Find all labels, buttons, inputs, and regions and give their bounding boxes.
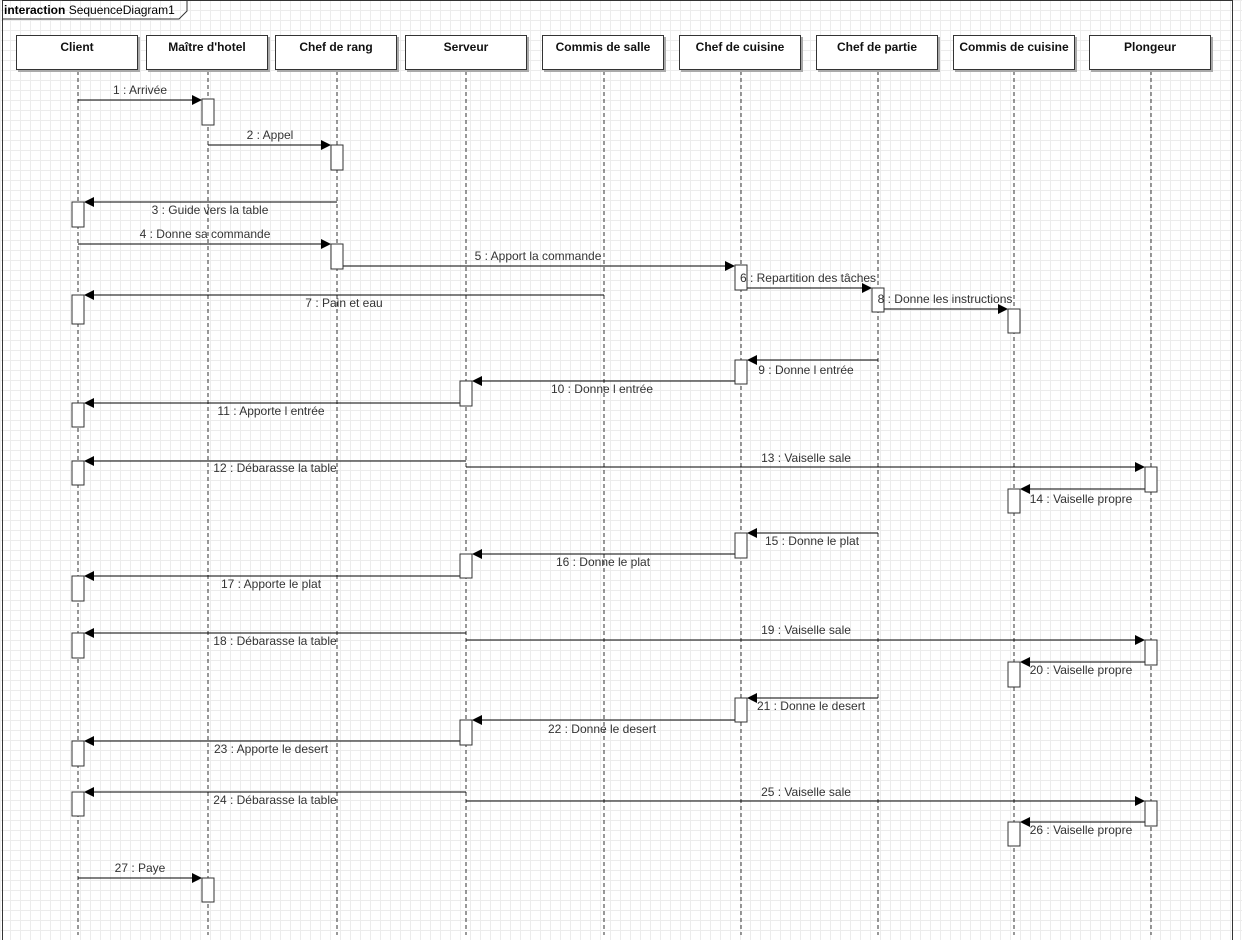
activation-bar-7[interactable] (71, 294, 85, 325)
activation-bar-3[interactable] (71, 201, 85, 228)
message-label-4: 4 : Donne sa commande (139, 227, 271, 241)
activation-bar-19[interactable] (1144, 639, 1158, 666)
lifeline-head-commiscuisine[interactable]: Commis de cuisine (953, 35, 1075, 70)
message-label-27: 27 : Paye (114, 861, 166, 875)
lifeline-head-client[interactable]: Client (16, 35, 138, 70)
message-label-1: 1 : Arrivée (112, 83, 168, 97)
message-label-2: 2 : Appel (246, 128, 294, 142)
message-label-5: 5 : Apport la commande (474, 249, 602, 263)
activation-bar-1[interactable] (201, 98, 215, 126)
activation-bar-24[interactable] (71, 791, 85, 817)
lifeline-head-chefcuisine[interactable]: Chef de cuisine (679, 35, 801, 70)
activation-bar-13[interactable] (1144, 466, 1158, 493)
activation-bar-25[interactable] (1144, 800, 1158, 827)
activation-bar-12[interactable] (71, 460, 85, 486)
activation-bar-10[interactable] (459, 380, 473, 407)
message-label-10: 10 : Donne l entrée (550, 382, 654, 396)
lifeline-head-commissalle[interactable]: Commis de salle (542, 35, 664, 70)
message-label-3: 3 : Guide vers la table (151, 203, 269, 217)
activation-bar-5[interactable] (734, 264, 748, 291)
activation-bar-15[interactable] (734, 532, 748, 559)
message-label-25: 25 : Vaiselle sale (761, 785, 851, 799)
activation-bar-23[interactable] (71, 740, 85, 767)
frame-tab-outline (2, 0, 188, 20)
activation-bar-2[interactable] (330, 144, 344, 171)
frame-name: SequenceDiagram1 (68, 3, 175, 17)
frame-keyword: interaction (4, 3, 66, 17)
message-label-7: 7 : Pain et eau (305, 296, 383, 310)
frame-label: interaction SequenceDiagram1 (4, 3, 175, 17)
message-label-17: 17 : Apporte le plat (220, 577, 322, 591)
message-label-26: 26 : Vaiselle propre (1029, 823, 1133, 837)
lifeline-head-chefpartie[interactable]: Chef de partie (816, 35, 938, 70)
message-label-14: 14 : Vaiselle propre (1029, 492, 1133, 506)
message-label-22: 22 : Donne le desert (547, 722, 657, 736)
activation-bar-16[interactable] (459, 553, 473, 579)
message-label-6: 6 : Repartition des tâches (739, 271, 877, 285)
message-label-13: 13 : Vaiselle sale (761, 451, 851, 465)
activation-bar-20[interactable] (1007, 661, 1021, 688)
message-label-24: 24 : Débarasse la table (213, 793, 337, 807)
lifeline-head-serveur[interactable]: Serveur (405, 35, 527, 70)
message-label-15: 15 : Donne le plat (764, 534, 860, 548)
message-label-8: 8 : Donne les instructions (877, 292, 1013, 306)
message-label-9: 9 : Donne l entrée (758, 363, 854, 377)
activation-bar-8[interactable] (1007, 308, 1021, 334)
message-label-20: 20 : Vaiselle propre (1029, 663, 1133, 677)
message-label-11: 11 : Apporte l entrée (217, 404, 325, 418)
lifeline-head-chefrang[interactable]: Chef de rang (275, 35, 397, 70)
message-label-16: 16 : Donne le plat (555, 555, 651, 569)
activation-bar-14[interactable] (1007, 488, 1021, 514)
activation-bar-6[interactable] (871, 287, 885, 313)
activation-bar-11[interactable] (71, 402, 85, 428)
activation-bar-9[interactable] (734, 359, 748, 385)
activation-bar-27[interactable] (201, 877, 215, 903)
activation-bar-21[interactable] (734, 697, 748, 723)
lifeline-head-plongeur[interactable]: Plongeur (1089, 35, 1211, 70)
activation-bar-4[interactable] (330, 243, 344, 270)
activation-bar-18[interactable] (71, 632, 85, 659)
activation-bar-22[interactable] (459, 719, 473, 746)
message-label-12: 12 : Débarasse la table (213, 461, 337, 475)
message-label-19: 19 : Vaiselle sale (761, 623, 851, 637)
activation-bar-17[interactable] (71, 575, 85, 602)
lifeline-head-maitre[interactable]: Maître d'hotel (146, 35, 268, 70)
message-label-21: 21 : Donne le desert (756, 699, 866, 713)
message-label-18: 18 : Débarasse la table (213, 634, 337, 648)
activation-bar-26[interactable] (1007, 821, 1021, 847)
message-label-23: 23 : Apporte le desert (213, 742, 329, 756)
